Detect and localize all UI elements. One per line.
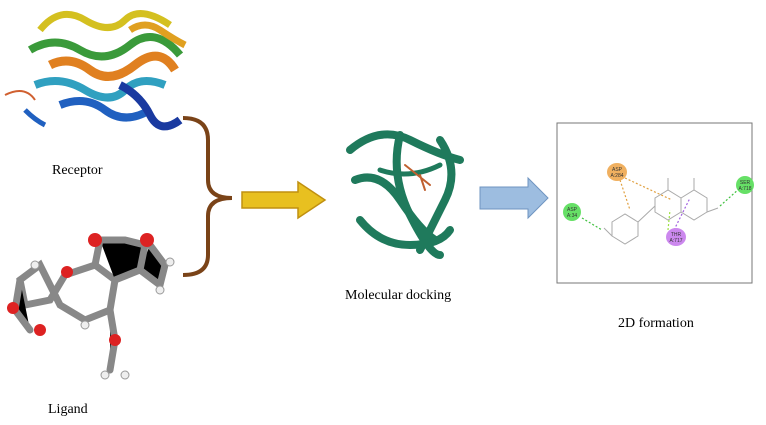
svg-text:SER: SER: [740, 180, 751, 186]
receptor-label: Receptor: [52, 163, 103, 178]
docking-complex-image: [346, 130, 464, 259]
brace: [182, 116, 233, 277]
svg-text:A:718: A:718: [738, 186, 751, 192]
svg-text:A:717: A:717: [669, 238, 682, 244]
svg-text:ASP: ASP: [567, 207, 578, 213]
yellow-arrow: [241, 180, 327, 220]
2d-interaction-diagram: ASP A:284 ASP A:34 THR A:717 SER A:718: [556, 122, 754, 284]
svg-text:A:284: A:284: [610, 173, 623, 179]
svg-text:ASP: ASP: [612, 167, 623, 173]
svg-text:THR: THR: [671, 232, 682, 238]
svg-text:A:34: A:34: [567, 213, 578, 219]
residue-asp-34: ASP A:34: [563, 203, 581, 221]
molecular-docking-label: Molecular docking: [345, 288, 452, 303]
blue-arrow: [479, 176, 549, 220]
receptor-structure-image: [4, 10, 187, 131]
residue-thr-717: THR A:717: [666, 228, 686, 246]
2d-formation-label: 2D formation: [618, 316, 694, 331]
ligand-structure-image: [7, 233, 175, 380]
residue-asp-284: ASP A:284: [607, 163, 627, 181]
ligand-label: Ligand: [48, 402, 88, 417]
residue-ser-718: SER A:718: [736, 176, 754, 194]
